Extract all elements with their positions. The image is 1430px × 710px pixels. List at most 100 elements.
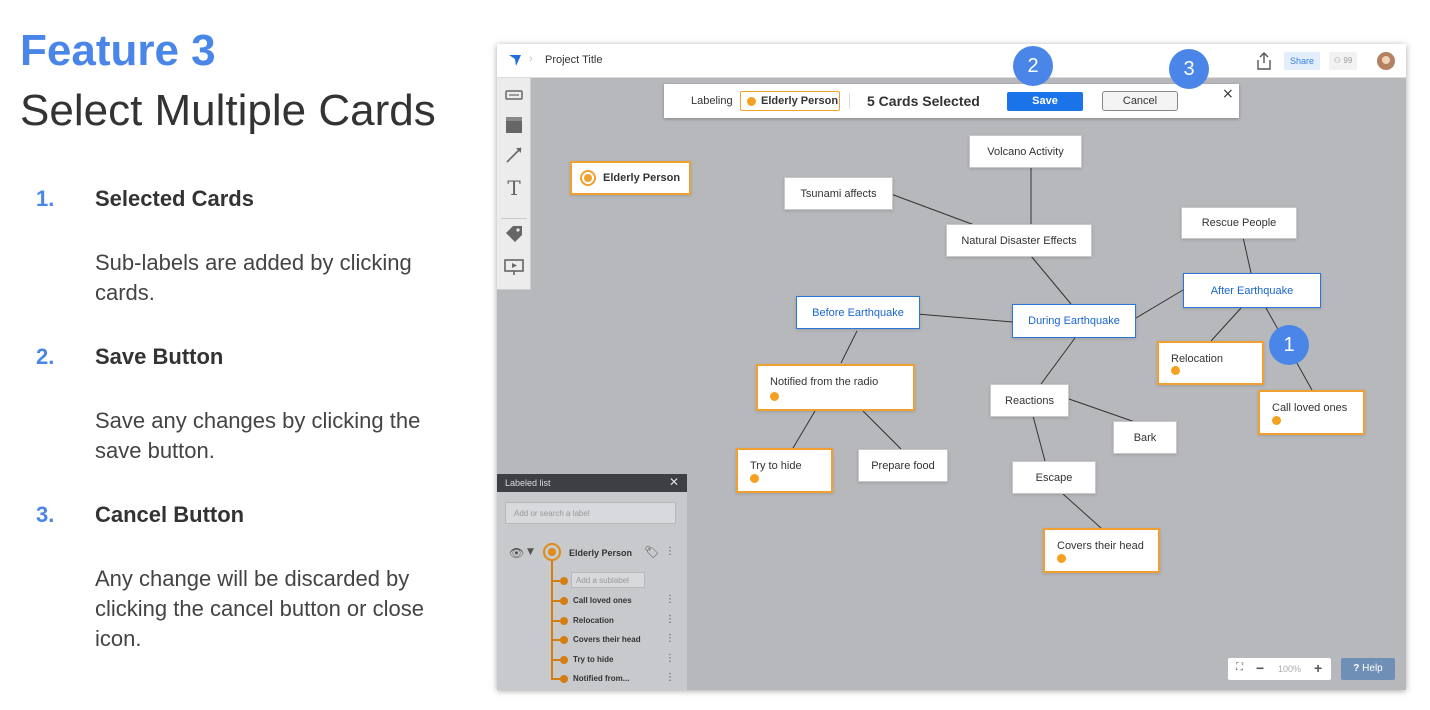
cancel-button[interactable]: Cancel [1102, 91, 1178, 111]
project-title[interactable]: Project Title [545, 54, 603, 66]
elderly-person-card-label: Elderly Person [603, 172, 681, 184]
labeling-bar: Labeling Elderly Person 5 Cards Selected… [664, 84, 1239, 118]
card-rescue-people[interactable]: Rescue People [1181, 207, 1297, 239]
sublabel-item[interactable]: Notified from... ⋮ [551, 672, 741, 686]
tag-icon[interactable]: 🏷 [644, 545, 660, 559]
sublabel-item[interactable]: Covers their head ⋮ [551, 633, 741, 647]
card-notified-from-the-radio-selected[interactable]: Notified from the radio [756, 364, 915, 411]
callout-badge-3: 3 [1169, 49, 1209, 89]
help-label: Help [1362, 663, 1383, 674]
kebab-menu-icon[interactable]: ⋮ [665, 614, 675, 625]
card-relocation-selected[interactable]: Relocation [1157, 341, 1264, 385]
group-tool-icon[interactable] [504, 116, 524, 136]
add-sublabel-row: Add a sublabel [551, 572, 741, 588]
sublabel-dot-icon [560, 636, 568, 644]
zoom-out-button[interactable]: − [1256, 660, 1265, 676]
card-label: During Earthquake [1028, 315, 1120, 327]
share-button[interactable]: Share [1284, 52, 1320, 70]
card-volcano-activity[interactable]: Volcano Activity [969, 135, 1082, 168]
tree-branch-line [551, 678, 563, 680]
app-window: Elderly Person Volcano Activity Tsunami … [497, 44, 1406, 690]
sublabel-item[interactable]: Try to hide ⋮ [551, 653, 741, 667]
tree-branch-line [551, 600, 563, 602]
fit-screen-icon[interactable]: ⛶ [1236, 662, 1243, 673]
user-avatar[interactable] [1377, 52, 1395, 70]
kebab-menu-icon[interactable]: ⋮ [665, 672, 675, 683]
add-sublabel-placeholder: Add a sublabel [576, 576, 629, 585]
callout-badge-1: 1 [1269, 325, 1309, 365]
sublabel-text: Notified from... [573, 674, 630, 683]
card-tool-icon[interactable] [504, 86, 524, 106]
card-covers-their-head-selected[interactable]: Covers their head [1043, 528, 1160, 573]
card-call-loved-ones-selected[interactable]: Call loved ones [1258, 390, 1365, 435]
feature-subtitle: Select Multiple Cards [20, 86, 436, 135]
step-1-description: Sub-labels are added by clicking cards. [95, 250, 412, 305]
chevron-right-icon: › [529, 53, 533, 65]
share-icon[interactable] [1255, 51, 1273, 71]
card-natural-disaster-effects[interactable]: Natural Disaster Effects [946, 224, 1092, 257]
card-label: Rescue People [1201, 217, 1277, 229]
panel-header: Labeled list ✕ [497, 474, 687, 492]
save-button[interactable]: Save [1007, 92, 1083, 111]
active-label-name: Elderly Person [761, 95, 839, 107]
sublabel-dot-icon [560, 577, 568, 585]
card-after-earthquake[interactable]: After Earthquake [1183, 273, 1321, 308]
kebab-menu-icon[interactable]: ⋮ [665, 633, 675, 644]
elderly-person-card[interactable]: Elderly Person [570, 161, 691, 195]
card-reactions[interactable]: Reactions [990, 384, 1069, 417]
card-tsunami-affects[interactable]: Tsunami affects [784, 177, 893, 210]
card-label: Volcano Activity [987, 145, 1064, 158]
card-label: Escape [1035, 471, 1073, 484]
collaborators-count[interactable]: ⚇ 99 [1329, 52, 1357, 70]
sublabel-text: Call loved ones [573, 596, 632, 605]
text-tool-icon[interactable]: T [507, 176, 521, 200]
label-search-input[interactable]: Add or search a label [505, 502, 676, 524]
root-label[interactable]: Elderly Person [569, 548, 633, 558]
sublabel-item[interactable]: Relocation ⋮ [551, 614, 741, 628]
card-label: Reactions [1005, 394, 1054, 407]
top-bar: › Project Title Share ⚇ 99 [497, 44, 1406, 78]
card-try-to-hide-selected[interactable]: Try to hide [736, 448, 833, 493]
people-icon: ⚇ [1333, 56, 1344, 65]
card-label: Try to hide [750, 460, 802, 472]
sublabel-dot-icon [560, 617, 568, 625]
presentation-tool-icon[interactable] [504, 258, 524, 278]
kebab-menu-icon[interactable]: ⋮ [665, 546, 675, 557]
step-3-description: Any change will be discarded by clicking… [95, 566, 424, 651]
sublabel-dot-icon [560, 675, 568, 683]
card-label: Prepare food [871, 459, 935, 472]
card-bark[interactable]: Bark [1113, 421, 1177, 454]
kebab-menu-icon[interactable]: ⋮ [665, 653, 675, 664]
label-ring-icon [543, 543, 561, 561]
add-sublabel-input[interactable]: Add a sublabel [571, 572, 645, 588]
card-label: Tsunami affects [800, 187, 877, 200]
step-3-number: 3. [36, 502, 55, 527]
caret-down-icon[interactable]: ▼ [527, 547, 534, 557]
active-label-chip[interactable]: Elderly Person [740, 91, 840, 111]
help-button[interactable]: ? Help [1341, 658, 1395, 680]
card-label: Relocation [1171, 353, 1223, 365]
mindmap-canvas[interactable]: Elderly Person Volcano Activity Tsunami … [497, 44, 1406, 690]
label-dot-icon [1272, 416, 1281, 425]
panel-close-icon[interactable]: ✕ [669, 475, 680, 489]
card-before-earthquake[interactable]: Before Earthquake [796, 296, 920, 329]
label-dot-icon [1171, 366, 1180, 375]
selected-count: 5 Cards Selected [867, 93, 980, 109]
card-label: Natural Disaster Effects [961, 234, 1077, 247]
step-2-title: Save Button [95, 344, 224, 369]
close-icon[interactable]: × [1222, 86, 1234, 102]
step-2-description: Save any changes by clicking the save bu… [95, 408, 421, 463]
card-during-earthquake[interactable]: During Earthquake [1012, 304, 1136, 338]
collaborators-count-label: 99 [1343, 56, 1353, 65]
zoom-in-button[interactable]: + [1314, 660, 1323, 676]
card-prepare-food[interactable]: Prepare food [858, 449, 948, 482]
card-escape[interactable]: Escape [1012, 461, 1096, 494]
connector-tool-icon[interactable] [504, 146, 524, 166]
tree-branch-line [551, 580, 563, 582]
eye-icon[interactable]: 👁 [509, 546, 525, 560]
tag-tool-icon[interactable] [504, 224, 524, 244]
tree-branch-line [551, 639, 563, 641]
zoom-controls: ⛶ − 100% + [1228, 658, 1331, 680]
sublabel-item[interactable]: Call loved ones ⋮ [551, 594, 741, 608]
kebab-menu-icon[interactable]: ⋮ [665, 594, 675, 605]
